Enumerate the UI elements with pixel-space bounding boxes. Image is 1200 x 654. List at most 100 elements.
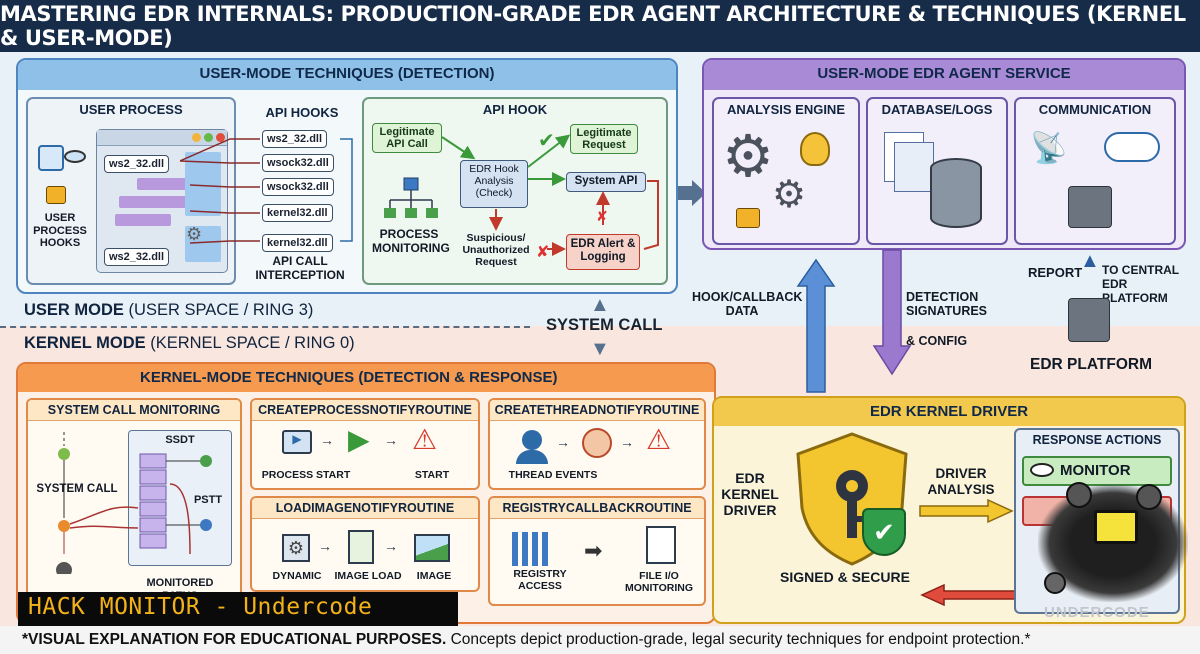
cloud-upload-icon xyxy=(1104,132,1160,162)
arrow-right-icon: → xyxy=(320,432,334,448)
footer-bold: *VISUAL EXPLANATION FOR EDUCATIONAL PURP… xyxy=(22,631,447,648)
gear-icon: ⚙ xyxy=(186,224,203,244)
svg-text:✘: ✘ xyxy=(536,242,549,261)
arrow-right-icon: ➡ xyxy=(584,538,603,563)
arrow-right-icon: → xyxy=(620,434,634,450)
kernel-driver-label: EDR KERNEL DRIVER xyxy=(721,470,779,519)
dll-ws2-32-bottom: ws2_32.dll xyxy=(104,248,170,266)
user-mode-techniques-heading: USER-MODE TECHNIQUES (DETECTION) xyxy=(18,60,676,90)
trend-circle-icon xyxy=(582,428,612,458)
response-actions-title: RESPONSE ACTIONS xyxy=(1032,433,1162,447)
api-call-interception-label: API CALL INTERCEPTION xyxy=(255,254,345,282)
user-process-title: USER PROCESS xyxy=(79,102,183,117)
hook-callback-data-label: HOOK/CALLBACK DATA xyxy=(692,290,803,319)
user-process-hooks-label: USER PROCESS HOOKS xyxy=(33,212,87,250)
database-logs-title: DATABASE/LOGS xyxy=(881,102,993,117)
gear-icon: ⚙ xyxy=(772,174,807,216)
and-config-label: & CONFIG xyxy=(906,334,968,348)
system-call-label: SYSTEM CALL xyxy=(546,316,663,334)
kernel-mode-label: KERNEL MODE (KERNEL SPACE / RING 0) xyxy=(24,334,355,353)
lightbulb-icon xyxy=(800,132,830,166)
syscall-flow-diagram xyxy=(56,432,212,574)
api-hook-flow-title: API HOOK xyxy=(482,102,548,117)
legitimate-api-call-box: Legitimate API Call xyxy=(372,123,442,153)
server-icon xyxy=(1068,298,1110,342)
warning-icon: ⚠ xyxy=(412,424,438,455)
file-io-label: FILE I/O MONITORING xyxy=(624,570,694,595)
fingerprint-icon xyxy=(38,145,64,171)
up-down-arrow-icon: ▲ xyxy=(590,294,610,316)
create-thread-title: CREATETHREADNOTIFYROUTINE xyxy=(490,400,704,421)
document-icon xyxy=(894,142,934,192)
file-icon xyxy=(646,526,676,564)
user-body-icon xyxy=(516,450,548,464)
file-icon xyxy=(348,530,374,564)
thread-events-label: THREAD EVENTS xyxy=(508,469,598,481)
edr-platform-label: EDR PLATFORM xyxy=(1030,356,1152,373)
edr-alert-label: EDR Alert & Logging xyxy=(570,238,636,264)
page-title: MASTERING EDR INTERNALS: PRODUCTION-GRAD… xyxy=(0,0,1200,52)
user-icon xyxy=(522,430,542,450)
response-return-arrow xyxy=(920,584,1019,606)
up-down-arrow-icon: ▼ xyxy=(590,338,610,360)
lock-icon xyxy=(736,208,760,228)
analysis-engine-box: ANALYSIS ENGINE xyxy=(712,97,860,245)
footer-disclaimer: *VISUAL EXPLANATION FOR EDUCATIONAL PURP… xyxy=(0,626,1200,654)
arrow-right-icon: → xyxy=(556,434,570,450)
server-icon xyxy=(1068,186,1112,228)
process-tree-icon xyxy=(384,177,438,218)
suspicious-request-label: Suspicious/ Unauthorized Request xyxy=(462,232,530,269)
up-arrow-icon: ▲ xyxy=(1080,250,1100,272)
user-mode-main: USER MODE xyxy=(24,301,124,319)
driver-analysis-arrow xyxy=(919,498,1014,524)
svg-text:✔: ✔ xyxy=(538,128,555,152)
image-load-label: IMAGE LOAD xyxy=(334,570,402,582)
eye-icon xyxy=(64,150,86,163)
process-start-label: PROCESS START xyxy=(261,469,351,481)
mode-divider xyxy=(0,326,530,328)
gear-icon: ⚙ xyxy=(282,534,310,562)
pstt-label: PSTT xyxy=(193,494,223,506)
hood-icon xyxy=(1136,484,1162,510)
user-mode-label: USER MODE (USER SPACE / RING 3) xyxy=(24,301,313,320)
lock-icon xyxy=(1044,572,1066,594)
eye-icon xyxy=(1030,463,1054,477)
image-label: IMAGE xyxy=(416,570,452,582)
alarm-warning-icon: ⚠ xyxy=(646,424,672,455)
load-image-title: LOADIMAGENOTIFYROUTINE xyxy=(252,498,478,519)
agent-service-heading: USER-MODE EDR AGENT SERVICE xyxy=(704,60,1184,90)
legitimate-request-box: Legitimate Request xyxy=(570,124,638,154)
api-hook-dll-3: wsock32.dll xyxy=(262,178,334,196)
detection-down-arrow xyxy=(872,249,912,376)
syscall-label: SYSTEM CALL xyxy=(36,483,118,495)
hood-icon xyxy=(1066,482,1092,508)
image-icon xyxy=(414,534,450,562)
laptop-icon xyxy=(1094,510,1138,544)
database-icon xyxy=(930,158,982,228)
gear-icon: ⚙ xyxy=(722,124,774,189)
registry-access-label: REGISTRY ACCESS xyxy=(513,568,567,593)
signed-secure-label: SIGNED & SECURE xyxy=(780,569,910,585)
arrow-right-icon: → xyxy=(318,538,332,554)
hook-analysis-box xyxy=(460,160,528,208)
syscall-monitoring-title: SYSTEM CALL MONITORING xyxy=(28,400,240,421)
svg-text:✘: ✘ xyxy=(596,209,608,225)
watermark-logo: UNDERCODE xyxy=(1044,604,1150,621)
registry-grid-icon xyxy=(512,532,552,566)
registry-callback-title: REGISTRYCALLBACKROUTINE xyxy=(490,498,704,519)
edr-alert-box xyxy=(566,234,640,270)
kernel-mode-sub: (KERNEL SPACE / RING 0) xyxy=(150,334,355,352)
kernel-driver-heading: EDR KERNEL DRIVER xyxy=(714,398,1184,426)
user-mode-sub: (USER SPACE / RING 3) xyxy=(128,301,314,319)
arrow-to-agent-service xyxy=(678,180,706,206)
hook-callback-up-arrow xyxy=(796,258,836,393)
hook-analysis-text: EDR Hook Analysis (Check) xyxy=(469,163,519,200)
hack-monitor-banner: HACK MONITOR - Undercode xyxy=(18,592,458,628)
dynamic-label: DYNAMIC xyxy=(272,570,322,582)
system-api-label: System API xyxy=(574,175,638,187)
ssdt-label: SSDT xyxy=(165,434,195,446)
play-icon: ▶ xyxy=(348,424,370,455)
hook-connectors xyxy=(180,138,353,244)
report-label: REPORT xyxy=(1028,265,1083,280)
arrow-right-icon: → xyxy=(384,538,398,554)
